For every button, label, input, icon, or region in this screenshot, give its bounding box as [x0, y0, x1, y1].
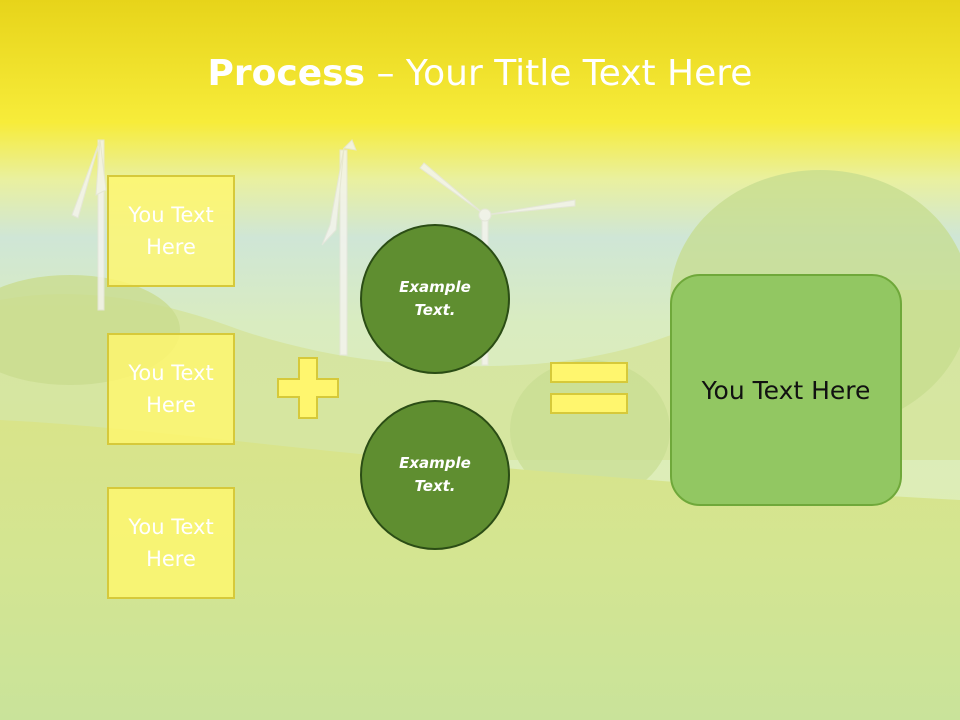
text-box-1-label: You Text Here: [128, 203, 214, 259]
example-circle-2: Example Text.: [360, 400, 510, 550]
title-bold-part: Process: [207, 53, 366, 94]
equals-icon: [550, 362, 628, 414]
text-box-1: You Text Here: [107, 175, 235, 287]
example-circle-1: Example Text.: [360, 224, 510, 374]
text-box-3: You Text Here: [107, 487, 235, 599]
example-circle-1-label: Example Text.: [399, 278, 471, 319]
text-box-2: You Text Here: [107, 333, 235, 445]
plus-icon: [277, 357, 339, 419]
text-box-2-label: You Text Here: [128, 361, 214, 417]
result-box: You Text Here: [670, 274, 902, 506]
slide-title: Process – Your Title Text Here: [0, 48, 960, 100]
result-box-label: You Text Here: [701, 375, 871, 405]
text-box-3-label: You Text Here: [128, 515, 214, 571]
example-circle-2-label: Example Text.: [399, 454, 471, 495]
title-rest-part: – Your Title Text Here: [365, 53, 753, 94]
